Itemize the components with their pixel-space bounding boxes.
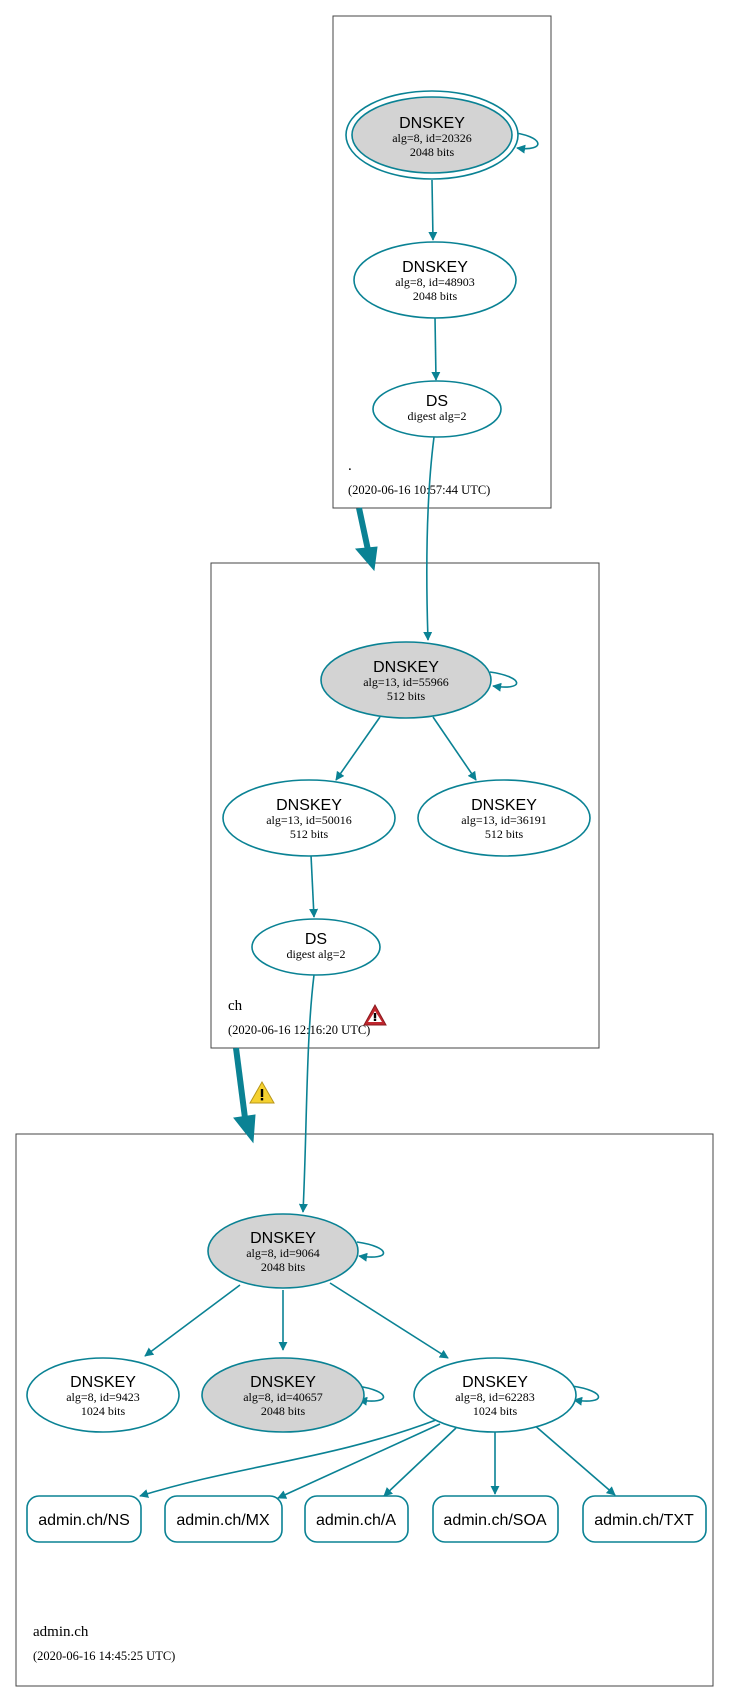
node-ch-ds-digest: digest alg=2 bbox=[286, 947, 345, 961]
node-admin-ksk[interactable]: DNSKEY alg=8, id=9064 2048 bits bbox=[207, 1213, 359, 1289]
node-ch-ksk-bits: 512 bits bbox=[387, 689, 426, 703]
rrset-ns[interactable]: admin.ch/NS bbox=[26, 1495, 142, 1543]
node-admin-ksk-bits: 2048 bits bbox=[261, 1260, 306, 1274]
node-admin-ksk-alg: alg=8, id=9064 bbox=[246, 1246, 320, 1260]
node-ch-zsk-36191-type: DNSKEY bbox=[471, 797, 537, 814]
node-ch-ksk-type: DNSKEY bbox=[373, 659, 439, 676]
rrset-txt-label: admin.ch/TXT bbox=[594, 1512, 694, 1529]
node-root-zsk[interactable]: DNSKEY alg=8, id=48903 2048 bits bbox=[353, 241, 517, 319]
rrset-soa-label: admin.ch/SOA bbox=[443, 1512, 546, 1529]
edge-k3-to-a bbox=[383, 1427, 457, 1497]
self-loop-admin-ksk bbox=[356, 1241, 385, 1262]
rrset-ns-label: admin.ch/NS bbox=[38, 1512, 130, 1529]
node-root-zsk-alg: alg=8, id=48903 bbox=[395, 275, 475, 289]
edge-k3-to-ns bbox=[139, 1419, 437, 1498]
node-ch-ksk[interactable]: DNSKEY alg=13, id=55966 512 bits bbox=[320, 641, 492, 719]
zone-root-name: . bbox=[348, 458, 352, 474]
node-ch-zsk-36191-bits: 512 bits bbox=[485, 827, 524, 841]
node-ch-zsk-50016-alg: alg=13, id=50016 bbox=[266, 813, 352, 827]
delegation-ch-to-admin bbox=[233, 1047, 256, 1144]
node-ch-ksk-alg: alg=13, id=55966 bbox=[363, 675, 449, 689]
edge-root-zsk-to-ds bbox=[431, 316, 441, 381]
edge-ch-ksk-to-zsk1 bbox=[335, 716, 381, 781]
zone-ch-date: (2020-06-16 12:16:20 UTC) bbox=[228, 1023, 370, 1037]
rrset-mx-label: admin.ch/MX bbox=[176, 1512, 270, 1529]
warning-icon bbox=[249, 1080, 275, 1104]
self-loop-admin-k3 bbox=[571, 1385, 600, 1406]
edge-ch-ds-to-admin-ksk bbox=[298, 974, 315, 1213]
node-root-ds-digest: digest alg=2 bbox=[407, 409, 466, 423]
error-warning-icon bbox=[363, 1003, 387, 1026]
node-ch-ds-type: DS bbox=[305, 931, 327, 948]
node-admin-dnskey-9423[interactable]: DNSKEY alg=8, id=9423 1024 bits bbox=[26, 1357, 180, 1433]
node-admin-dnskey-62283-alg: alg=8, id=62283 bbox=[455, 1390, 535, 1404]
node-admin-dnskey-40657-bits: 2048 bits bbox=[261, 1404, 306, 1418]
node-ch-zsk-50016-bits: 512 bits bbox=[290, 827, 329, 841]
edge-root-ksk-to-zsk bbox=[428, 179, 438, 241]
rrset-txt[interactable]: admin.ch/TXT bbox=[582, 1495, 707, 1543]
node-root-ksk[interactable]: DNSKEY alg=8, id=20326 2048 bits bbox=[345, 90, 519, 180]
zone-admin-name: admin.ch bbox=[33, 1624, 89, 1640]
zone-admin-date: (2020-06-16 14:45:25 UTC) bbox=[33, 1649, 175, 1663]
node-root-zsk-type: DNSKEY bbox=[402, 259, 468, 276]
zone-root-date: (2020-06-16 10:57:44 UTC) bbox=[348, 483, 490, 497]
self-loop-admin-k2 bbox=[356, 1385, 385, 1406]
node-ch-zsk-36191[interactable]: DNSKEY alg=13, id=36191 512 bits bbox=[417, 779, 591, 857]
node-admin-dnskey-9423-bits: 1024 bits bbox=[81, 1404, 126, 1418]
zone-admin-box bbox=[15, 1133, 714, 1687]
rrset-a[interactable]: admin.ch/A bbox=[304, 1495, 409, 1543]
node-admin-dnskey-40657-alg: alg=8, id=40657 bbox=[243, 1390, 323, 1404]
edge-k3-to-txt bbox=[532, 1423, 616, 1496]
edge-admin-ksk-to-k1 bbox=[144, 1284, 241, 1357]
node-ch-zsk-50016[interactable]: DNSKEY alg=13, id=50016 512 bits bbox=[222, 779, 396, 857]
zone-ch-name: ch bbox=[228, 998, 243, 1014]
edge-k3-to-mx bbox=[277, 1423, 441, 1499]
edge-ch-ksk-to-zsk2 bbox=[432, 716, 477, 781]
node-root-zsk-bits: 2048 bits bbox=[413, 289, 458, 303]
rrset-soa[interactable]: admin.ch/SOA bbox=[432, 1495, 559, 1543]
node-root-ksk-type: DNSKEY bbox=[399, 115, 465, 132]
node-admin-dnskey-9423-alg: alg=8, id=9423 bbox=[66, 1390, 140, 1404]
delegation-root-to-ch bbox=[354, 507, 378, 572]
edge-root-ds-to-ch-ksk bbox=[423, 436, 435, 641]
rrset-a-label: admin.ch/A bbox=[316, 1512, 396, 1529]
zone-ch-box bbox=[210, 562, 600, 1049]
node-root-ds[interactable]: DS digest alg=2 bbox=[372, 380, 502, 438]
node-ch-zsk-50016-type: DNSKEY bbox=[276, 797, 342, 814]
node-admin-ksk-type: DNSKEY bbox=[250, 1230, 316, 1247]
node-admin-dnskey-40657[interactable]: DNSKEY alg=8, id=40657 2048 bits bbox=[201, 1357, 365, 1433]
node-admin-dnskey-62283-type: DNSKEY bbox=[462, 1374, 528, 1391]
node-ch-zsk-36191-alg: alg=13, id=36191 bbox=[461, 813, 547, 827]
node-root-ksk-alg: alg=8, id=20326 bbox=[392, 131, 472, 145]
rrset-mx[interactable]: admin.ch/MX bbox=[164, 1495, 283, 1543]
node-ch-ds[interactable]: DS digest alg=2 bbox=[251, 918, 381, 976]
node-admin-dnskey-9423-type: DNSKEY bbox=[70, 1374, 136, 1391]
node-root-ksk-bits: 2048 bits bbox=[410, 145, 455, 159]
self-loop-ch-ksk bbox=[489, 671, 518, 692]
node-admin-dnskey-40657-type: DNSKEY bbox=[250, 1374, 316, 1391]
node-admin-dnskey-62283-bits: 1024 bits bbox=[473, 1404, 518, 1418]
edge-ch-zsk1-to-ds bbox=[309, 854, 319, 918]
self-loop-root-ksk bbox=[508, 131, 539, 154]
zone-root-box bbox=[332, 15, 552, 509]
edge-admin-ksk-to-k3 bbox=[329, 1282, 449, 1359]
node-root-ds-type: DS bbox=[426, 393, 448, 410]
node-admin-dnskey-62283[interactable]: DNSKEY alg=8, id=62283 1024 bits bbox=[413, 1357, 577, 1433]
